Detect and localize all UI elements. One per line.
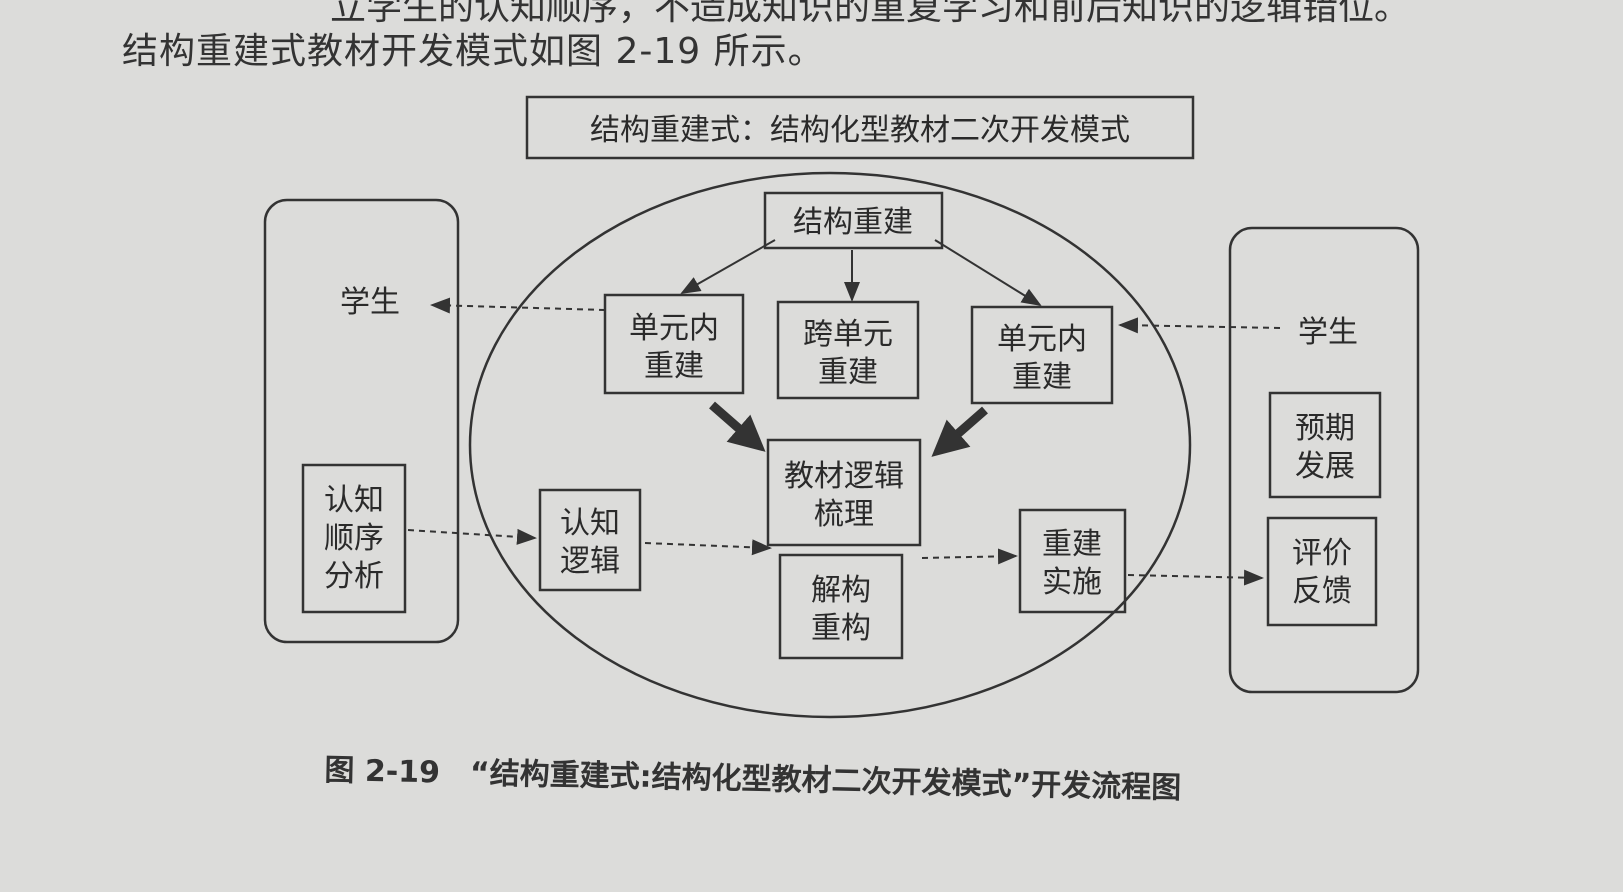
- box-logic-sort: [766, 438, 922, 547]
- box-cross-unit: [776, 300, 920, 400]
- box-text: 实施: [1042, 565, 1102, 600]
- box-text: 单元内: [629, 311, 719, 346]
- box-unit-left: [603, 293, 745, 395]
- box-deconstruct: [778, 553, 904, 660]
- dashed-arrow: [1127, 569, 1264, 586]
- box-text: 发展: [1295, 449, 1355, 484]
- box-root: [763, 191, 944, 250]
- box-implement: [1018, 508, 1127, 614]
- arrow: [934, 239, 1042, 307]
- box-text: 重建: [1042, 527, 1102, 562]
- right-student-label: 学生: [1298, 315, 1358, 350]
- dashed-arrow: [430, 297, 606, 314]
- box-text: 逻辑: [560, 544, 620, 579]
- box-text: 教材逻辑: [784, 459, 904, 494]
- dashed-arrow: [921, 548, 1018, 565]
- box-text: 重建: [818, 355, 878, 390]
- body-text-line: 结构重建式教材开发模式如图 2-19 所示。: [122, 31, 825, 72]
- dashed-arrow: [644, 539, 772, 556]
- box-text: 重构: [811, 611, 871, 646]
- left-student-label: 学生: [340, 285, 400, 320]
- dashed-arrow: [1118, 317, 1281, 334]
- box-text: 预期: [1295, 411, 1355, 446]
- arrow: [680, 239, 776, 294]
- title-box: [525, 95, 1195, 160]
- box-expected-growth: [1268, 391, 1382, 499]
- box-text: 结构重建: [793, 205, 913, 240]
- box-text: 跨单元: [803, 317, 893, 352]
- body-text-line: 立学生的认知顺序，不造成知识的重复学习和前后知识的逻辑错位。: [330, 0, 1411, 28]
- box-text: 分析: [324, 559, 384, 594]
- thick-arrow: [709, 401, 766, 452]
- box-text: 重建: [1012, 360, 1072, 395]
- right-panel: [1228, 226, 1420, 694]
- box-text: 反馈: [1292, 574, 1352, 609]
- box-evaluation: [1266, 516, 1378, 627]
- box-cognitive-order: [301, 463, 407, 614]
- box-text: 认知: [324, 483, 384, 518]
- dashed-arrow: [407, 528, 537, 545]
- box-cognitive-logic: [538, 488, 642, 592]
- thick-arrow: [931, 406, 988, 457]
- box-text: 单元内: [997, 322, 1087, 357]
- center-ellipse: [468, 171, 1192, 719]
- box-text: 重建: [644, 349, 704, 384]
- diagram-title: 结构重建式：结构化型教材二次开发模式: [590, 113, 1130, 148]
- box-text: 梳理: [814, 497, 874, 532]
- box-text: 解构: [811, 573, 871, 608]
- box-text: 顺序: [324, 521, 384, 556]
- box-text: 评价: [1292, 536, 1352, 571]
- left-panel: [263, 198, 460, 644]
- box-unit-right: [970, 305, 1114, 405]
- box-text: 认知: [560, 506, 620, 541]
